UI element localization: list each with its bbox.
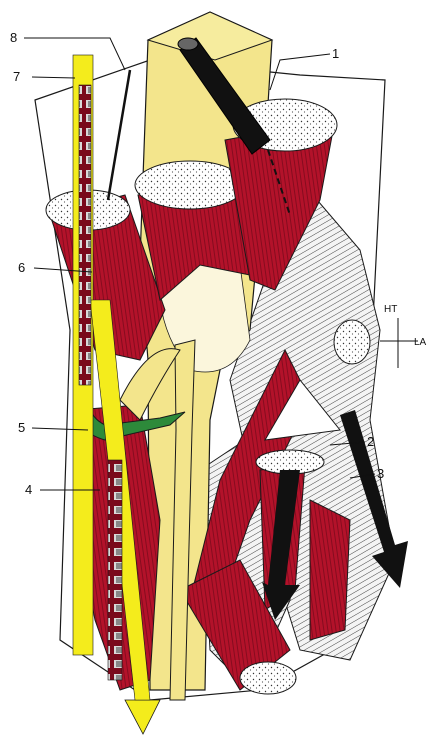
segmented-strip-lower: [108, 460, 122, 680]
orientation-top-label: HT: [384, 304, 397, 315]
callout-7: 7: [13, 69, 20, 84]
callout-1: 1: [332, 46, 339, 61]
muscle-top-middle-section: [135, 161, 245, 209]
orientation-right-label: LA: [414, 337, 427, 348]
orientation-cross: HT LA: [380, 304, 427, 368]
callout-5: 5: [18, 420, 25, 435]
callout-8: 8: [10, 30, 17, 45]
muscle-bottom-section: [240, 662, 296, 694]
callout-4: 4: [25, 482, 32, 497]
muscle-lower-right-b: [310, 500, 350, 640]
yellow-arrow-head: [125, 700, 160, 734]
callout-3: 3: [377, 466, 384, 481]
segmented-strip-upper: [79, 85, 91, 385]
callout-2: 2: [367, 434, 374, 449]
muscle-right-section: [334, 320, 370, 364]
callout-6: 6: [18, 260, 25, 275]
